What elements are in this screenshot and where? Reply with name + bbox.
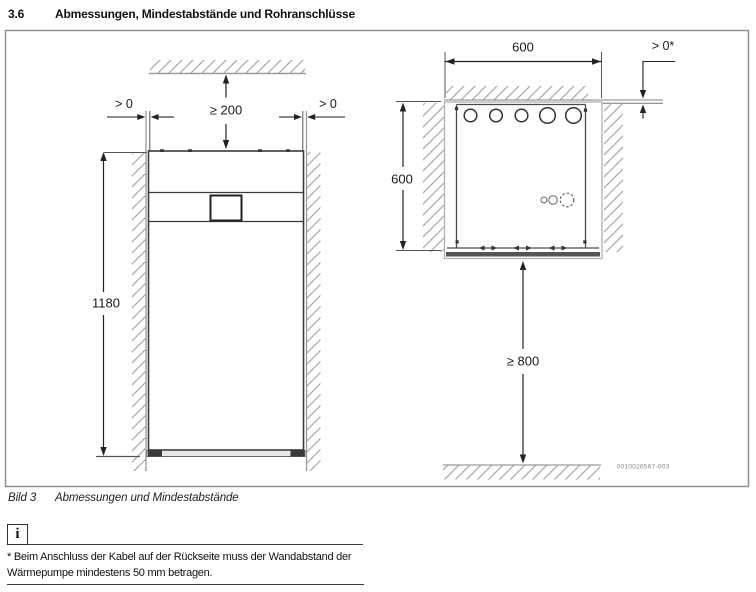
top-view-right-wall-hatch bbox=[604, 103, 623, 252]
corner-markers bbox=[454, 107, 588, 244]
top-depth-label: 600 bbox=[390, 171, 414, 187]
figure-caption-label: Bild 3 bbox=[8, 492, 37, 504]
front-left-gap-label: > 0 bbox=[115, 97, 133, 111]
top-rear-gap-label: > 0* bbox=[651, 39, 675, 53]
heat-pump-top-inner bbox=[447, 103, 599, 249]
foot-left bbox=[148, 449, 162, 457]
front-top-clearance-label: ≥ 200 bbox=[208, 102, 244, 118]
note-divider-top bbox=[27, 543, 363, 545]
top-front-clearance-label: ≥ 800 bbox=[505, 353, 541, 369]
base-strip bbox=[146, 450, 306, 457]
figure-caption-text: Abmessungen und Mindestabstände bbox=[55, 492, 239, 504]
info-icon: i bbox=[7, 524, 28, 545]
top-view-drawing bbox=[396, 52, 675, 480]
footnote-line2: Wärmepumpe mindestens 50 mm betragen. bbox=[7, 566, 213, 579]
info-icon-glyph: i bbox=[15, 526, 20, 542]
rear-gap-dimension bbox=[642, 60, 675, 119]
front-panel-band bbox=[446, 252, 600, 257]
top-view-left-wall-hatch bbox=[423, 103, 444, 252]
cable-openings bbox=[540, 192, 575, 208]
ceiling-hatch bbox=[150, 60, 305, 73]
front-height-label: 1180 bbox=[91, 295, 121, 311]
floor-hatch bbox=[443, 465, 600, 480]
top-edge-ticks bbox=[160, 149, 290, 152]
front-right-gap-label: > 0 bbox=[319, 97, 337, 111]
heat-pump-top-outer bbox=[443, 101, 603, 260]
section-number: 3.6 bbox=[8, 7, 25, 21]
display-panel bbox=[209, 194, 243, 222]
drawing-number: 0010026567-003 bbox=[616, 463, 670, 471]
front-edge-clips bbox=[479, 245, 567, 251]
pipe-connections bbox=[463, 106, 583, 125]
page-title: Abmessungen, Mindestabstände und Rohrans… bbox=[55, 7, 355, 21]
note-divider-bottom bbox=[7, 584, 364, 585]
top-width-label: 600 bbox=[511, 39, 535, 55]
right-wall-hatch bbox=[306, 152, 321, 471]
front-view-drawing bbox=[96, 60, 345, 471]
rear-wall-hatch bbox=[446, 86, 588, 100]
footnote-line1: * Beim Anschluss der Kabel auf der Rücks… bbox=[7, 551, 352, 563]
foot-right bbox=[290, 449, 305, 457]
left-wall-hatch bbox=[132, 152, 146, 471]
